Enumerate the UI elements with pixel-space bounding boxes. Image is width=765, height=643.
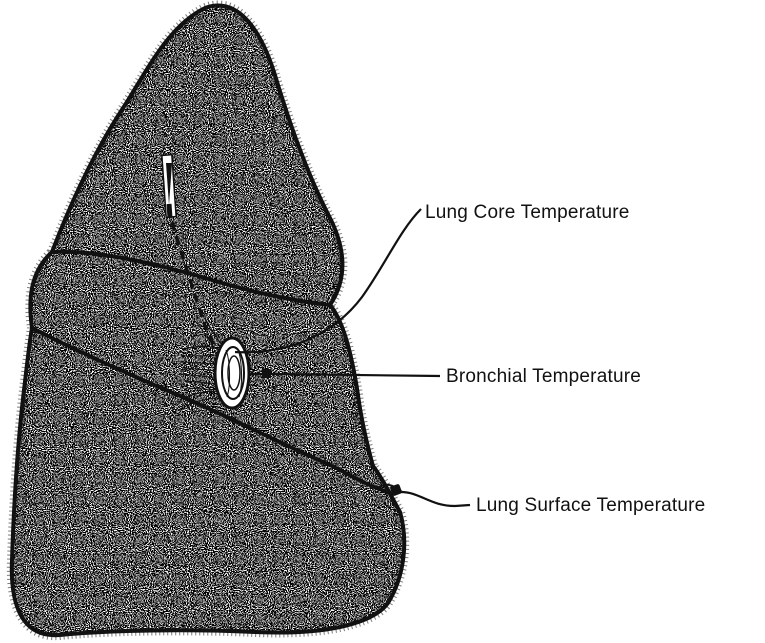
lung-surface-temperature-label: Lung Surface Temperature	[476, 496, 705, 515]
bronchial-temperature-label: Bronchial Temperature	[446, 367, 641, 386]
lung-core-temperature-label: Lung Core Temperature	[425, 203, 630, 222]
